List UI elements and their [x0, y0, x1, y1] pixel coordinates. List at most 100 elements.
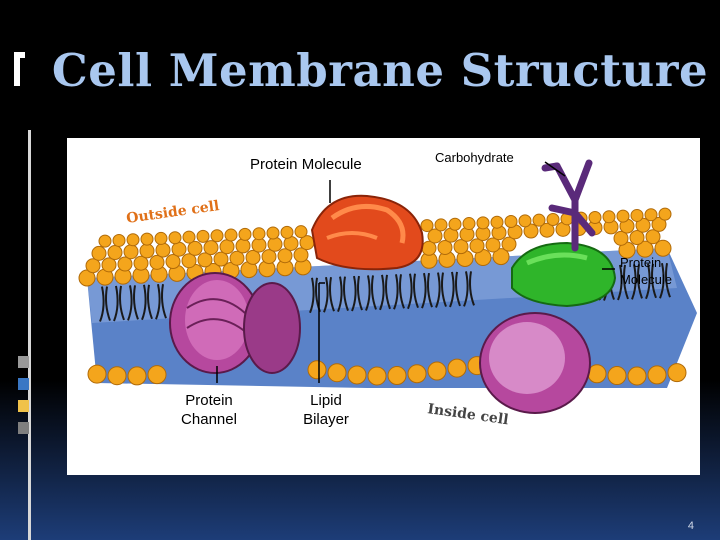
phospholipid-head [644, 208, 658, 222]
phospholipid-head [133, 255, 149, 271]
phospholipid-head [127, 366, 147, 386]
phospholipid-heads-bottom [87, 356, 687, 386]
phospholipid-head [182, 230, 196, 244]
protein-lower-right-shape [479, 312, 591, 414]
phospholipid-head [123, 244, 139, 260]
phospholipid-head [504, 215, 518, 229]
phospholipid-head [261, 249, 277, 265]
lipid-tail [141, 284, 153, 321]
phospholipid-head [588, 210, 602, 224]
phospholipid-head [546, 213, 560, 227]
phospholipid-head [629, 230, 645, 246]
phospholipid-head [453, 239, 469, 255]
accent-square-inner [20, 58, 28, 86]
phospholipid-head [602, 210, 616, 224]
label-carbohydrate: Carbohydrate [435, 150, 514, 165]
phospholipid-head [654, 239, 672, 257]
phospholipid-head [523, 223, 539, 239]
phospholipid-head [367, 366, 387, 386]
label-protein-molecule-right-line1: Protein [620, 255, 662, 270]
phospholipid-head [539, 222, 555, 238]
phospholipid-head [616, 209, 630, 223]
phospholipid-head [607, 366, 627, 386]
protein-molecule-top-shape [310, 194, 424, 271]
phospholipid-head [187, 240, 203, 256]
phospholipid-head [229, 250, 245, 266]
lipid-tail [351, 275, 363, 312]
phospholipid-head [518, 214, 532, 228]
phospholipid-head [427, 361, 447, 381]
label-protein-channel: Protein Channel [171, 391, 247, 429]
phospholipid-head [85, 258, 101, 274]
phospholipid-head [492, 248, 510, 266]
phospholipid-head [267, 236, 283, 252]
phospholipid-head [658, 207, 672, 221]
lipid-tail [113, 285, 125, 322]
left-accent-rule [28, 130, 31, 540]
lipid-tails [99, 263, 671, 322]
phospholipid-head [155, 242, 171, 258]
lipid-tail [463, 271, 475, 307]
phospholipid-head [485, 237, 501, 253]
label-lipid-bilayer-line2: Bilayer [303, 411, 349, 428]
phospholipid-head [126, 233, 140, 247]
outside-cell-text: Outside cell [125, 198, 220, 227]
phospholipid-head [630, 208, 644, 222]
phospholipid-head [294, 225, 308, 239]
phospholipid-head [327, 363, 347, 383]
lipid-tail [421, 272, 433, 309]
phospholipid-head [647, 365, 667, 385]
phospholipid-head [280, 225, 294, 239]
phospholipid-head [476, 216, 490, 230]
phospholipid-head [98, 234, 112, 248]
accent-square-gray [18, 356, 29, 368]
lipid-tail [155, 284, 167, 320]
phospholipid-head [532, 213, 546, 227]
phospholipid-head [235, 238, 251, 254]
phospholipid-head [407, 364, 427, 384]
label-lipid-bilayer: Lipid Bilayer [293, 391, 359, 429]
phospholipid-head [219, 239, 235, 255]
label-protein-molecule-top: Protein Molecule [250, 156, 362, 173]
phospholipid-head [266, 226, 280, 240]
phospholipid-head [651, 216, 667, 232]
phospholipid-head [645, 229, 661, 245]
lipid-tail [617, 264, 629, 301]
phospholipid-head [117, 256, 133, 272]
page-number: 4 [687, 520, 694, 532]
phospholipid-head [251, 237, 267, 253]
lipid-tail [393, 274, 405, 310]
phospholipid-head [613, 230, 629, 246]
phospholipid-head [293, 247, 309, 263]
lipid-tail [659, 263, 671, 299]
phospholipid-head [245, 249, 261, 265]
phospholipid-head [171, 241, 187, 257]
phospholipid-head [437, 239, 453, 255]
phospholipid-head [636, 240, 654, 258]
inside-cell-text: Inside cell [426, 401, 509, 428]
label-pointers [216, 161, 615, 383]
membrane-illustration: Outside cell Inside cell [78, 159, 697, 428]
lipid-tail [435, 272, 447, 308]
protein-channel-shape [169, 272, 301, 374]
lipid-tail [379, 274, 391, 311]
phospholipid-head [149, 254, 165, 270]
label-lipid-bilayer-line1: Lipid [310, 392, 342, 409]
lipid-tail [365, 275, 377, 311]
lipid-tail [337, 276, 349, 312]
membrane-diagram: Outside cell Inside cell Protein Molecul… [67, 138, 700, 475]
phospholipid-head [147, 365, 167, 385]
phospholipid-head [501, 236, 517, 252]
phospholipid-head [667, 363, 687, 383]
label-protein-molecule-right: Protein Molecule [620, 254, 672, 288]
phospholipid-head [91, 245, 107, 261]
phospholipid-head [107, 245, 123, 261]
lipid-tail [631, 264, 643, 300]
phospholipid-head [213, 251, 229, 267]
phospholipid-head [203, 240, 219, 256]
phospholipid-head [462, 217, 476, 231]
phospholipid-head [165, 254, 181, 270]
phospholipid-head [87, 364, 107, 384]
phospholipid-head [224, 228, 238, 242]
phospholipid-head [101, 257, 117, 273]
